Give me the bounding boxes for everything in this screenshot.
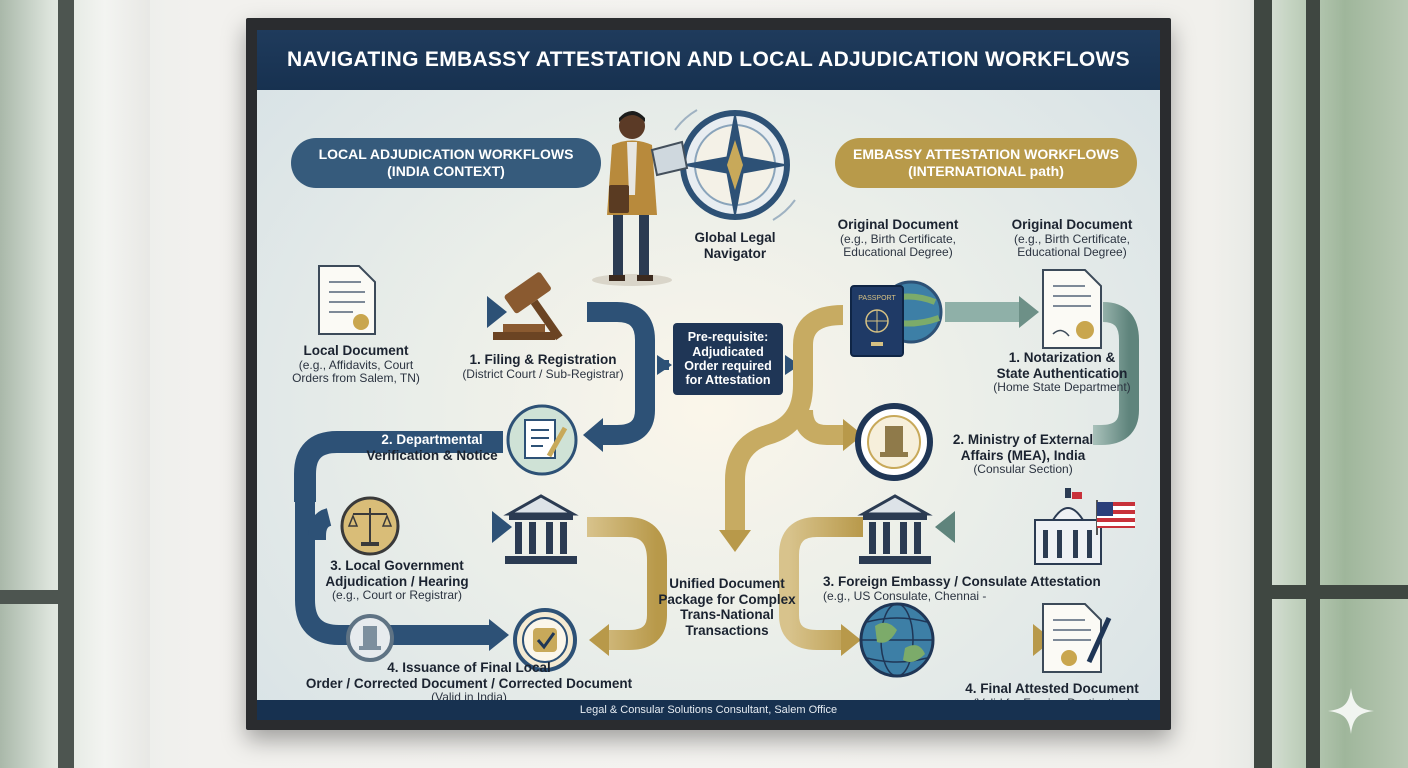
- window-frame: [1306, 0, 1320, 768]
- navigator-label: Global Legal Navigator: [675, 230, 795, 261]
- prereq-line1: Pre-requisite:: [687, 330, 769, 345]
- embassy-step-3: 3. Foreign Embassy / Consulate Attestati…: [823, 574, 1123, 603]
- mea-seal-icon: [855, 403, 933, 481]
- local-step-4: 4. Issuance of Final Local Order / Corre…: [279, 660, 659, 705]
- poster-frame: NAVIGATING EMBASSY ATTESTATION AND LOCAL…: [246, 18, 1171, 730]
- orig2-title: Original Document: [1011, 217, 1133, 232]
- title-bar: NAVIGATING EMBASSY ATTESTATION AND LOCAL…: [257, 30, 1160, 90]
- local-header-line1: LOCAL ADJUDICATION WORKFLOWS: [318, 146, 574, 163]
- local-step3-line1: 3. Local Government: [330, 558, 464, 573]
- compass-icon: [674, 109, 796, 221]
- final-document-icon: [1042, 603, 1112, 673]
- us-flag-icon: [1097, 502, 1135, 528]
- embassy-header-line2: (INTERNATIONAL path): [908, 163, 1064, 179]
- embassy-step3-sub: (e.g., US Consulate, Chennai -: [823, 588, 987, 603]
- orig2-sub2: Educational Degree): [1017, 245, 1127, 260]
- gavel-icon: [493, 272, 563, 341]
- local-header-line2: (INDIA CONTEXT): [387, 163, 505, 179]
- local-step1-sub: (District Court / Sub-Registrar): [462, 366, 624, 381]
- gold-flow-arrows: [587, 305, 1053, 656]
- local-workflows-header: LOCAL ADJUDICATION WORKFLOWS (INDIA CONT…: [291, 138, 601, 188]
- local-doc-sub1: (e.g., Affidavits, Court: [298, 357, 414, 372]
- us-consulate-icon: [1034, 488, 1135, 565]
- local-step1-title: 1. Filing & Registration: [469, 352, 617, 367]
- embassy-workflows-header: EMBASSY ATTESTATION WORKFLOWS (INTERNATI…: [835, 138, 1137, 188]
- verification-icon: [506, 404, 578, 476]
- local-document-icon: [318, 265, 376, 335]
- embassy-step2-line2: Affairs (MEA), India: [960, 447, 1086, 463]
- navigator-person-icon: [592, 111, 689, 286]
- local-step2-line2: Verification & Notice: [366, 447, 498, 463]
- window-frame: [58, 0, 74, 768]
- window-frame: [1254, 0, 1272, 768]
- center-line2: Package for Complex: [658, 591, 796, 607]
- local-step-3: 3. Local Government Adjudication / Heari…: [307, 558, 487, 603]
- notarized-document-icon: [1042, 269, 1102, 349]
- embassy-step-1: 1. Notarization & State Authentication (…: [987, 350, 1137, 395]
- poster: NAVIGATING EMBASSY ATTESTATION AND LOCAL…: [257, 30, 1160, 720]
- embassy-step2-sub: (Consular Section): [973, 462, 1073, 477]
- local-step2-line1: 2. Departmental: [381, 432, 483, 447]
- embassy-step1-sub: (Home State Department): [993, 380, 1131, 395]
- center-line4: Transactions: [685, 622, 769, 638]
- teal-flow-arrows: [935, 296, 1139, 543]
- courthouse-icon: [503, 494, 579, 564]
- navigator-line2: Navigator: [703, 245, 767, 261]
- embassy-step1-line1: 1. Notarization &: [1008, 350, 1116, 365]
- prereq-line4: for Attestation: [685, 373, 771, 388]
- local-step3-line2: Adjudication / Hearing: [325, 573, 469, 589]
- footer-bar: Legal & Consular Solutions Consultant, S…: [257, 700, 1160, 720]
- flow-diagram: PASSPORT: [294, 109, 1139, 678]
- window-right: [1250, 0, 1408, 768]
- embassy-step1-line2: State Authentication: [996, 365, 1128, 381]
- center-line1: Unified Document: [669, 576, 785, 591]
- orig1-title: Original Document: [837, 217, 959, 232]
- scales-icon: [340, 496, 400, 556]
- local-doc-title: Local Document: [303, 343, 409, 358]
- embassy-step-2: 2. Ministry of External Affairs (MEA), I…: [935, 432, 1111, 477]
- orig1-sub2: Educational Degree): [843, 245, 953, 260]
- passport-icon: PASSPORT: [850, 280, 943, 357]
- prerequisite-box: Pre-requisite: Adjudicated Order require…: [673, 323, 783, 395]
- embassy-building-icon: [857, 494, 933, 564]
- local-document-label: Local Document (e.g., Affidavits, Court …: [271, 343, 441, 386]
- navigator-line1: Global Legal: [694, 230, 776, 245]
- window-frame: [0, 590, 74, 604]
- local-step3-sub: (e.g., Court or Registrar): [331, 588, 463, 603]
- sparkle-icon: [1328, 688, 1374, 734]
- local-step4-line1: 4. Issuance of Final Local: [387, 660, 551, 675]
- embassy-step2-line1: 2. Ministry of External: [952, 432, 1094, 447]
- center-line3: Trans-National: [680, 607, 774, 623]
- local-step-2: 2. Departmental Verification & Notice: [357, 432, 507, 463]
- emblem-seal-icon: [346, 614, 394, 662]
- window-left: [0, 0, 150, 768]
- local-step-1: 1. Filing & Registration (District Court…: [443, 352, 643, 381]
- passport-label: PASSPORT: [858, 295, 896, 302]
- orig1-sub1: (e.g., Birth Certificate,: [839, 231, 957, 246]
- approved-stamp-icon: [513, 608, 577, 672]
- embassy-header-line1: EMBASSY ATTESTATION WORKFLOWS: [853, 146, 1119, 163]
- window-frame: [1254, 585, 1408, 599]
- footer-text: Legal & Consular Solutions Consultant, S…: [579, 704, 838, 716]
- prereq-line3: Order required: [684, 359, 772, 373]
- left-flow-arrows: [294, 296, 800, 651]
- local-step4-line2: Order / Corrected Document / Corrected D…: [305, 675, 633, 691]
- embassy-step4-title: 4. Final Attested Document: [965, 681, 1139, 696]
- local-doc-sub2: Orders from Salem, TN): [292, 371, 420, 386]
- original-document-label-2: Original Document (e.g., Birth Certifica…: [997, 217, 1147, 260]
- orig2-sub1: (e.g., Birth Certificate,: [1013, 231, 1131, 246]
- original-document-label-1: Original Document (e.g., Birth Certifica…: [823, 217, 973, 260]
- page-title: NAVIGATING EMBASSY ATTESTATION AND LOCAL…: [287, 48, 1130, 71]
- unified-package-label: Unified Document Package for Complex Tra…: [651, 576, 803, 638]
- globe-icon: [859, 602, 935, 678]
- prereq-line2: Adjudicated: [692, 344, 764, 359]
- embassy-step3-title: 3. Foreign Embassy / Consulate Attestati…: [823, 574, 1101, 589]
